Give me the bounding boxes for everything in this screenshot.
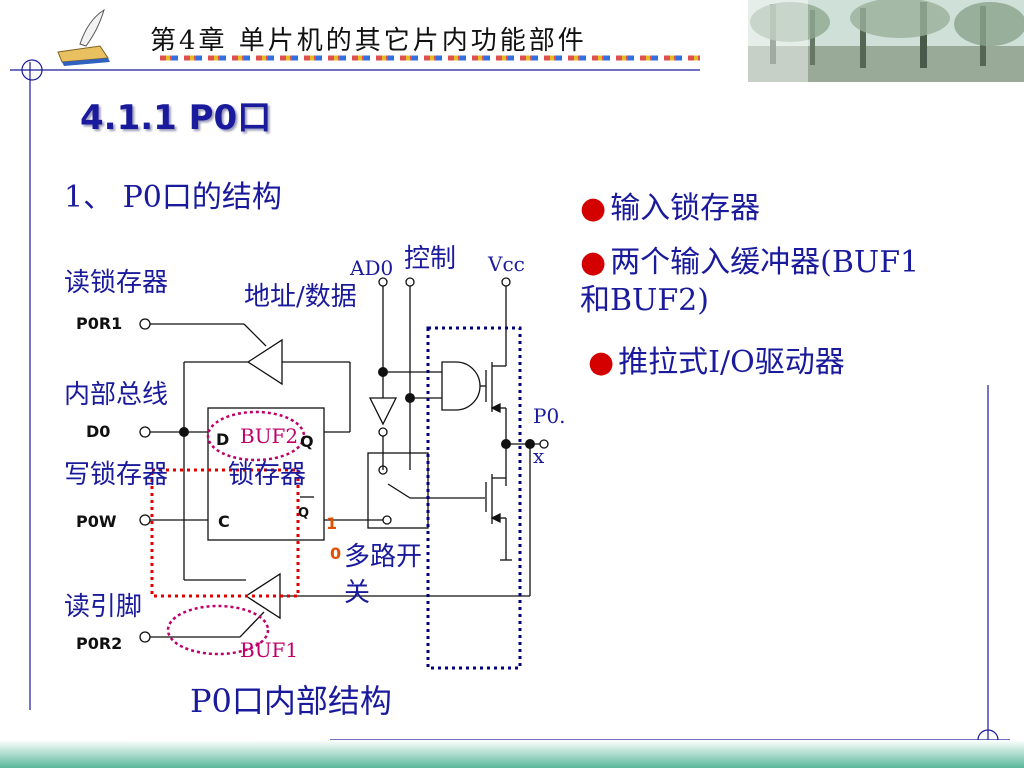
p0x-terminal [539, 439, 549, 449]
label-p0x-1: P0. [533, 404, 566, 428]
label-write-latch: 写锁存器 [64, 460, 169, 490]
label-ad0: AD0 [350, 256, 394, 280]
pin-p0r2: P0R2 [76, 634, 123, 653]
label-read-pin: 读引脚 [64, 592, 143, 622]
label-internal-bus: 内部总线 [64, 380, 169, 410]
buf2-highlight [206, 410, 306, 462]
label-read-latch: 读锁存器 [64, 268, 169, 298]
p0r1-terminal [139, 318, 151, 330]
buffer-triangle-upper [246, 338, 283, 386]
label-mux-1: 多路开 [344, 542, 423, 572]
label-vcc: Vcc [488, 252, 525, 276]
inverter-triangle [368, 397, 398, 426]
control-terminal [405, 277, 415, 287]
label-buf2: BUF2 [240, 424, 299, 448]
bullet-item: ●推拉式I/O驱动器 [588, 345, 845, 380]
latch-pin-qbar: Q [298, 506, 310, 521]
bullet-item: ●输入锁存器 [580, 191, 761, 226]
footer-band [0, 740, 1024, 768]
latch-highlight [150, 468, 300, 598]
driver-highlight [426, 326, 522, 670]
latch-pin-c: C [218, 512, 230, 531]
bullet-item: ●两个输入缓冲器(BUF1 [580, 245, 920, 280]
pin-p0r1: P0R1 [76, 314, 123, 333]
bullet-item-continued: 和BUF2) [580, 283, 709, 318]
latch-pin-q: Q [300, 432, 314, 451]
subheading: 1、 P0口的结构 [64, 180, 282, 215]
p0w-terminal [139, 514, 151, 526]
label-control: 控制 [404, 244, 457, 274]
chapter-title: 第4章 单片机的其它片内功能部件 [150, 26, 587, 56]
and-gate [441, 361, 481, 411]
latch-pin-d: D [216, 430, 230, 449]
vcc-terminal [501, 277, 511, 287]
label-mux-input-1: 1 [326, 514, 338, 533]
label-p0x-2: x [533, 444, 545, 468]
diagram-caption: P0口内部结构 [190, 682, 392, 720]
label-buf1: BUF1 [240, 638, 299, 662]
label-latch: 锁存器 [228, 460, 307, 490]
d0-terminal [139, 426, 151, 438]
label-mux-input-0: 0 [330, 544, 342, 563]
book-quill-icon [57, 8, 110, 66]
section-title: 4.1.1 P0口 [80, 98, 272, 138]
pin-p0w: P0W [76, 512, 117, 531]
label-addr-data: 地址/数据 [244, 282, 357, 312]
label-mux-2: 关 [344, 578, 371, 608]
crosshair-icon [21, 59, 43, 81]
p0r2-terminal [139, 631, 151, 643]
latch-box [207, 407, 325, 541]
pin-d0: D0 [86, 422, 111, 441]
buf1-highlight [166, 604, 270, 656]
landscape-photo [748, 0, 1024, 82]
